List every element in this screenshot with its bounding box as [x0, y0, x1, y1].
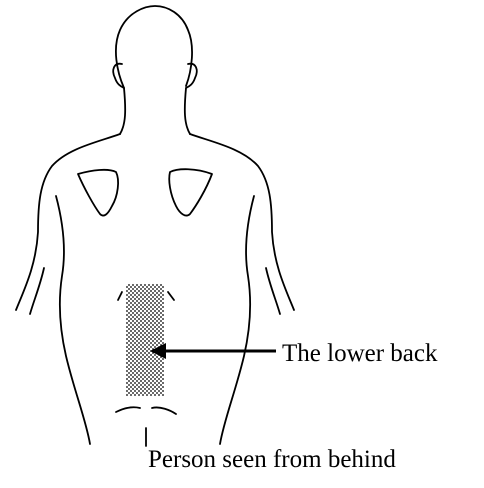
- neck-left: [120, 88, 125, 134]
- lower-back-label: The lower back: [282, 339, 437, 369]
- right-inner-arm: [266, 268, 280, 314]
- figure-caption: Person seen from behind: [148, 445, 396, 475]
- left-shoulder-arm: [16, 134, 120, 310]
- torso-left-side: [56, 196, 90, 444]
- left-inner-arm: [30, 268, 44, 314]
- right-shoulder-blade: [169, 169, 212, 215]
- arrow: [150, 343, 276, 359]
- torso-right-side: [220, 196, 254, 444]
- right-shoulder-arm: [190, 134, 294, 310]
- head-outline: [116, 6, 192, 88]
- right-buttock-crease: [152, 407, 176, 414]
- left-shoulder-blade: [78, 170, 118, 216]
- left-buttock-crease: [116, 407, 140, 412]
- lower-back-highlight: [126, 284, 164, 396]
- right-hip-mark: [168, 292, 174, 300]
- left-hip-mark: [118, 292, 122, 300]
- neck-right: [185, 88, 190, 134]
